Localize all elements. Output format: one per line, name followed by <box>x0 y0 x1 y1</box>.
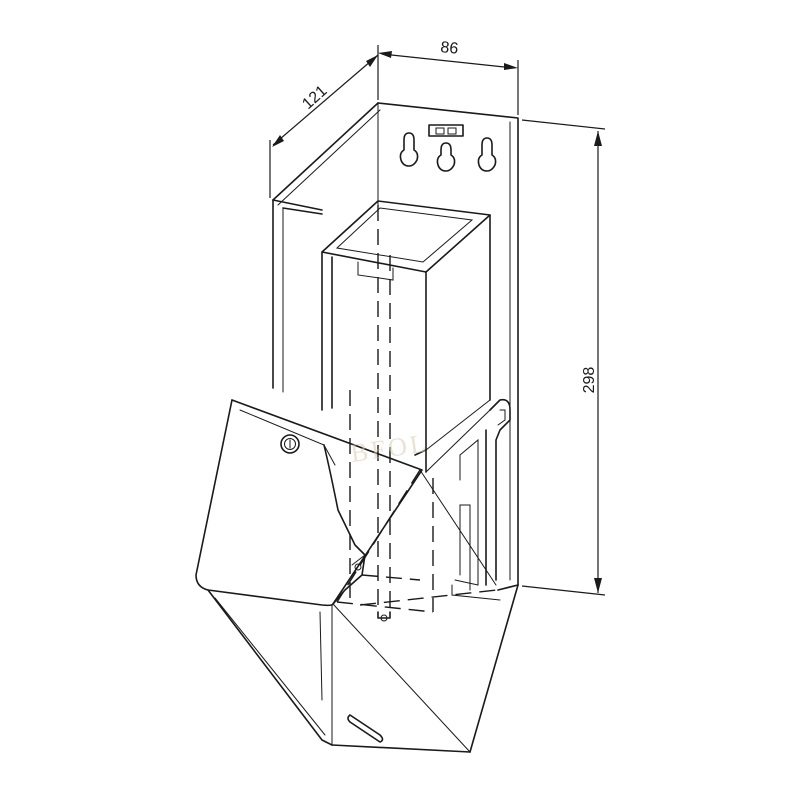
watermark: BFOL <box>349 428 431 468</box>
nozzle <box>377 611 391 622</box>
soap-reservoir <box>321 200 491 473</box>
dimension-width: 86 <box>377 39 519 115</box>
dimension-depth-label: 121 <box>299 82 330 113</box>
keyhole-slots <box>399 124 497 172</box>
hidden-lines <box>336 205 498 613</box>
front-cover <box>195 399 519 753</box>
dimension-height-label: 298 <box>581 367 598 394</box>
back-plate <box>272 102 519 586</box>
dimension-height: 298 <box>521 119 606 596</box>
lock-icon <box>280 434 300 454</box>
housing-side-wall <box>272 199 323 215</box>
dimension-width-label: 86 <box>440 39 460 58</box>
pump-lever <box>419 398 519 601</box>
